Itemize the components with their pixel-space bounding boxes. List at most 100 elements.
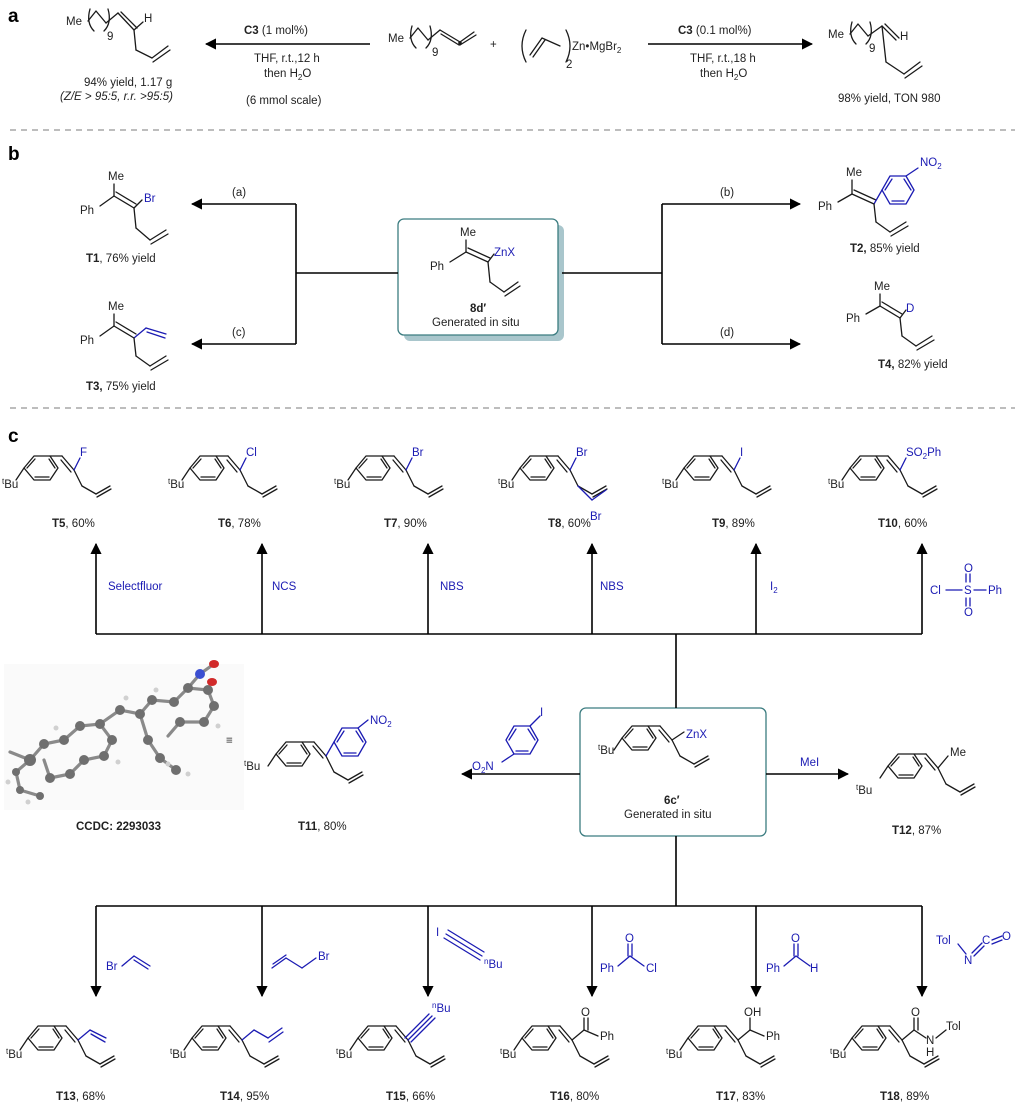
product-t7-label: T7, 90%: [384, 518, 427, 530]
product-t6-tbu: tBu: [168, 477, 184, 491]
c-reagent-nbs-2: NBS: [600, 581, 624, 593]
t1-ph: Ph: [80, 205, 94, 217]
b-center-box: [397, 218, 559, 336]
nco-tol: Tol: [936, 935, 951, 947]
b-cond-b: (b): [720, 187, 734, 199]
c-center-znx: ZnX: [686, 729, 707, 741]
product-t18-label: T18, 89%: [880, 1091, 929, 1103]
equivalence-sign: ≡: [226, 735, 233, 747]
product-t6-substituent: Cl: [246, 447, 257, 459]
c-center-tbu: tBu: [598, 743, 614, 757]
b-cond-c: (c): [232, 327, 246, 339]
a-right-sub9: 9: [869, 43, 875, 55]
product-t9-tbu: tBu: [662, 477, 678, 491]
divinylzinc-reagent: 2 Zn•MgBr2: [521, 29, 622, 71]
product-t7-tbu: tBu: [334, 477, 350, 491]
b-left-connector: [295, 204, 398, 344]
c-center-box: [579, 707, 767, 837]
t2-ph: Ph: [818, 201, 832, 213]
sulfonyl-cl: Cl: [930, 585, 941, 597]
cond-a-left-3: then H2O: [264, 68, 311, 82]
c-reagent-vinyl-bromide: Br: [106, 955, 151, 973]
panel-label-c: c: [8, 426, 19, 447]
product-t16-allyl: [571, 1039, 610, 1068]
b-center-me: Me: [460, 227, 476, 239]
product-t18-structure: [843, 1017, 947, 1068]
b-center-id: 8d′: [470, 303, 486, 315]
product-t13-vinyl-3: [90, 1033, 106, 1043]
c-reagent-allyl-bromide: Br: [271, 951, 330, 969]
c-center-caption: Generated in situ: [624, 809, 712, 821]
ccdc-label: CCDC: 2293033: [76, 821, 161, 833]
vinylbr-br: Br: [106, 961, 118, 973]
intermediate-8d: Me Ph ZnX: [430, 227, 521, 297]
sulfonyl-o-top: O: [964, 563, 973, 575]
sub-bond-2: [239, 457, 247, 471]
plus-sign: +: [490, 39, 497, 51]
t1-me: Me: [108, 171, 124, 183]
product-t7-aryl: [347, 455, 407, 481]
product-t15-allyl: [407, 1039, 446, 1068]
bzh-ph: Ph: [766, 963, 780, 975]
product-t17-oh: OH: [744, 1007, 761, 1019]
t4-me: Me: [874, 281, 890, 293]
b-center-znx: ZnX: [494, 247, 515, 259]
product-t14-allyl-1: [241, 1029, 255, 1041]
a-left-sub9: 9: [107, 31, 113, 43]
panel-label-b: b: [8, 144, 20, 165]
product-t18-o: O: [911, 1007, 920, 1019]
product-t5-tbu: tBu: [2, 477, 18, 491]
product-t17-structure: [679, 1017, 776, 1068]
c-bottom-arrows: [90, 906, 928, 998]
product-t18-n: N: [926, 1035, 934, 1047]
zn-paren-sub: 2: [566, 59, 572, 71]
t8-ch2: [577, 485, 593, 501]
sub-bond-4: [569, 457, 577, 471]
t2-no2: NO2: [920, 157, 942, 171]
sulfonyl-o-bottom: O: [964, 607, 973, 619]
c-reagent-mei: MeI: [800, 757, 819, 769]
nco-o: O: [1002, 931, 1011, 943]
product-t10-substituent: SO2Ph: [906, 447, 941, 461]
cond-a-right-1: C3 (0.1 mol%): [678, 25, 752, 37]
product-t17-allyl: [737, 1039, 776, 1068]
c-reagent-nbs-1: NBS: [440, 581, 464, 593]
sub-bond-5: [733, 457, 741, 471]
a-right-me: Me: [828, 29, 844, 41]
t8-ch2br: [591, 489, 607, 501]
product-t15-alkyne-1: [407, 1015, 433, 1041]
product-t7-structure: [347, 455, 444, 498]
t3-ph: Ph: [80, 335, 94, 347]
product-t15-label: T15, 66%: [386, 1091, 435, 1103]
crystal-structure-image: [4, 660, 244, 810]
nco-n: N: [964, 955, 972, 967]
cond-a-left-2: THF, r.t.,12 h: [254, 53, 320, 65]
b-cond-d: (d): [720, 327, 734, 339]
allylbr-br: Br: [318, 951, 330, 963]
product-t13-structure: [19, 1025, 116, 1068]
product-t7-substituent: Br: [412, 447, 424, 459]
sub-bond-1: [73, 457, 81, 471]
product-t16-co-4: [583, 1029, 599, 1037]
product-t18-amide-5: [935, 1029, 947, 1039]
product-t14-allyl-4: [268, 1031, 284, 1043]
a-left-me: Me: [66, 16, 82, 28]
product-t14-aryl: [183, 1025, 243, 1051]
product-t18-h: H: [926, 1047, 934, 1059]
product-t16-co-1: [571, 1029, 585, 1041]
product-t9-structure: [675, 455, 772, 498]
product-t5-substituent: F: [80, 447, 87, 459]
product-t8-br-extra: Br: [590, 511, 602, 523]
cond-a-right-2: THF, r.t.,18 h: [690, 53, 756, 65]
product-t9-allyl: [733, 469, 772, 498]
product-t5-structure: [15, 455, 112, 498]
b-cond-a: (a): [232, 187, 246, 199]
product-t16-o: O: [581, 1007, 590, 1019]
product-t15-structure: [349, 1013, 446, 1068]
product-t18-tbu: tBu: [830, 1047, 846, 1061]
product-t8-structure: [511, 455, 608, 501]
t11-tbu: tBu: [244, 759, 260, 773]
product-t14-allyl-3: [267, 1027, 283, 1039]
sulfonyl-ph: Ph: [988, 585, 1002, 597]
c-reagent-o2n: O2N: [472, 761, 494, 775]
